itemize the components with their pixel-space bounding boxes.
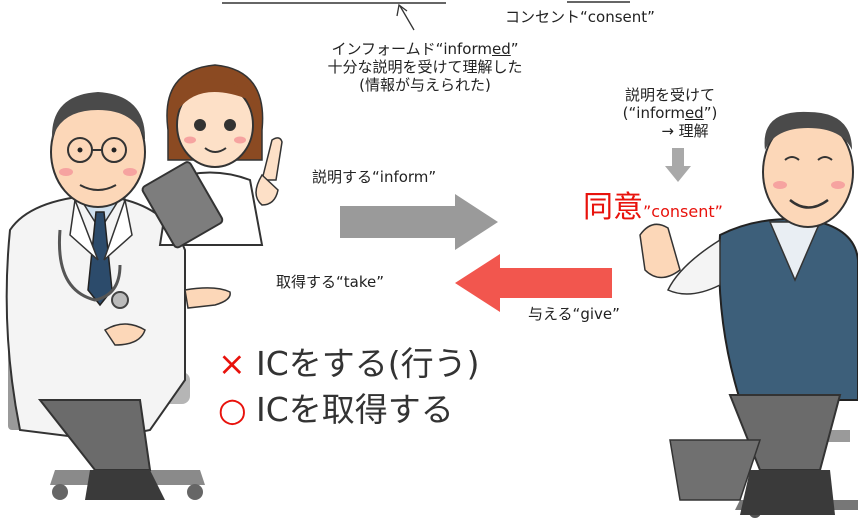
informed-note-line1-underlined: ed xyxy=(492,40,511,58)
patient-note-line2-underlined: ed xyxy=(684,104,704,122)
wrong-example: × ICをする(行う) xyxy=(218,344,480,384)
informed-note-line1-prefix: インフォームド“inform xyxy=(331,40,492,58)
informed-note-line1: インフォームド“informed” xyxy=(290,40,560,58)
patient-illustration-icon xyxy=(639,111,858,518)
doctor-illustration-icon xyxy=(5,92,231,500)
down-arrow-icon xyxy=(665,148,691,182)
give-label: 与える“give” xyxy=(528,305,620,323)
take-give-arrow xyxy=(455,254,612,312)
consent-kanji: 同意 xyxy=(583,190,643,225)
informed-note-line2: 十分な説明を受けて理解した xyxy=(327,58,523,76)
patient-note-line3: → 理解 xyxy=(661,122,709,140)
consent-note: コンセント“consent” xyxy=(505,8,655,26)
informed-note-line1-suffix: ” xyxy=(510,40,519,58)
informed-note-line3: (情報が与えられた) xyxy=(359,76,491,94)
inform-arrow xyxy=(340,194,498,250)
consent-label: 同意”consent” xyxy=(583,188,723,232)
right-example: ○ICを取得する xyxy=(218,390,454,430)
nurse-illustration-icon xyxy=(141,64,283,249)
thin-pointer-arrow-icon xyxy=(396,3,415,31)
wrong-example-text: ICをする(行う) xyxy=(256,344,480,383)
consent-english: ”consent” xyxy=(643,202,723,221)
wrong-mark-icon: × xyxy=(218,344,246,383)
right-example-text: ICを取得する xyxy=(256,390,454,429)
patient-note-line2: (“informed”) xyxy=(590,104,750,122)
inform-label: 説明する“inform” xyxy=(312,168,437,186)
patient-note-line2-prefix: (“inform xyxy=(622,104,685,122)
right-mark-icon: ○ xyxy=(218,390,247,429)
patient-note-line2-suffix: ”) xyxy=(703,104,718,122)
patient-note-line1: 説明を受けて xyxy=(624,86,715,104)
take-label: 取得する“take” xyxy=(276,273,384,291)
